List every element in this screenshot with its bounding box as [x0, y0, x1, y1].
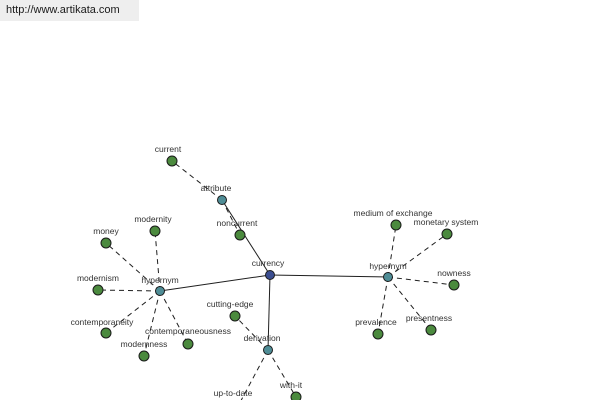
node-contemporaneousness[interactable] [182, 338, 194, 350]
edge-hypernym-left-to-modernism [97, 289, 161, 292]
edge-hypernym-right-to-presentness [387, 276, 432, 331]
label-modernism: modernism [77, 273, 119, 283]
source-bar: http://www.artikata.com [0, 0, 139, 21]
label-modernness: modernness [121, 339, 168, 349]
edge-hypernym-right-to-monetary-system [387, 233, 448, 278]
nodes-layer [92, 155, 460, 400]
edge-attribute-to-noncurrent [221, 199, 241, 236]
node-hypernym-left[interactable] [155, 286, 165, 296]
label-nowness: nowness [437, 268, 471, 278]
node-noncurrent[interactable] [234, 229, 246, 241]
label-noncurrent: noncurrent [217, 218, 258, 228]
label-money: money [93, 226, 119, 236]
label-derivation: derivation [244, 333, 281, 343]
edge-hypernym-left-to-contemporaneity [105, 290, 161, 334]
edge-hypernym-right-to-prevalence [377, 276, 389, 335]
edge-currency-to-derivation [267, 274, 271, 351]
node-nowness[interactable] [448, 279, 460, 291]
node-prevalence[interactable] [372, 328, 384, 340]
label-prevalence: prevalence [355, 317, 397, 327]
label-presentness: presentness [406, 313, 452, 323]
edge-hypernym-left-to-contemporaneousness [159, 290, 189, 345]
edge-derivation-to-up-to-date [240, 349, 269, 400]
label-attribute: attribute [201, 183, 232, 193]
node-money[interactable] [100, 237, 112, 249]
label-current: current [155, 144, 182, 154]
label-contemporaneity: contemporaneity [71, 317, 135, 327]
node-presentness[interactable] [425, 324, 437, 336]
label-up-to-date: up-to-date [214, 388, 253, 398]
edge-hypernym-left-to-money [105, 242, 161, 292]
edge-currency-to-attribute [221, 199, 271, 276]
label-hypernym-left: hypernym [141, 275, 178, 285]
label-hypernym-right: hypernym [369, 261, 406, 271]
node-with-it[interactable] [290, 391, 302, 400]
edge-derivation-to-cutting-edge [234, 315, 269, 351]
edge-hypernym-right-to-nowness [387, 276, 455, 286]
edge-currency-to-hypernym-right [269, 274, 389, 278]
labels-layer: currency hypernym hypernym attribute derivat… [71, 144, 479, 398]
node-derivation[interactable] [263, 345, 273, 355]
label-medium-of-exchange: medium of exchange [354, 208, 433, 218]
node-medium-of-exchange[interactable] [390, 219, 402, 231]
node-contemporaneity[interactable] [100, 327, 112, 339]
edge-hypernym-left-to-modernness [143, 290, 161, 357]
label-modernity: modernity [134, 214, 172, 224]
edge-attribute-to-current [171, 160, 223, 201]
edge-hypernym-left-to-modernity [154, 230, 161, 292]
edge-currency-to-hypernym-left [159, 274, 271, 292]
label-cutting-edge: cutting-edge [207, 299, 254, 309]
node-hypernym-right[interactable] [383, 272, 393, 282]
source-url-link[interactable]: http://www.artikata.com [6, 4, 120, 16]
node-monetary-system[interactable] [441, 228, 453, 240]
node-attribute[interactable] [217, 195, 227, 205]
node-cutting-edge[interactable] [229, 310, 241, 322]
node-modernism[interactable] [92, 284, 104, 296]
node-modernness[interactable] [138, 350, 150, 362]
node-currency[interactable] [265, 270, 275, 280]
node-modernity[interactable] [149, 225, 161, 237]
edge-derivation-to-with-it [267, 349, 297, 398]
label-monetary-system: monetary system [414, 217, 479, 227]
node-current[interactable] [166, 155, 178, 167]
label-with-it: with-it [279, 380, 303, 390]
label-currency: currency [252, 258, 285, 268]
label-contemporaneousness: contemporaneousness [145, 326, 231, 336]
edges-layer [97, 160, 455, 400]
